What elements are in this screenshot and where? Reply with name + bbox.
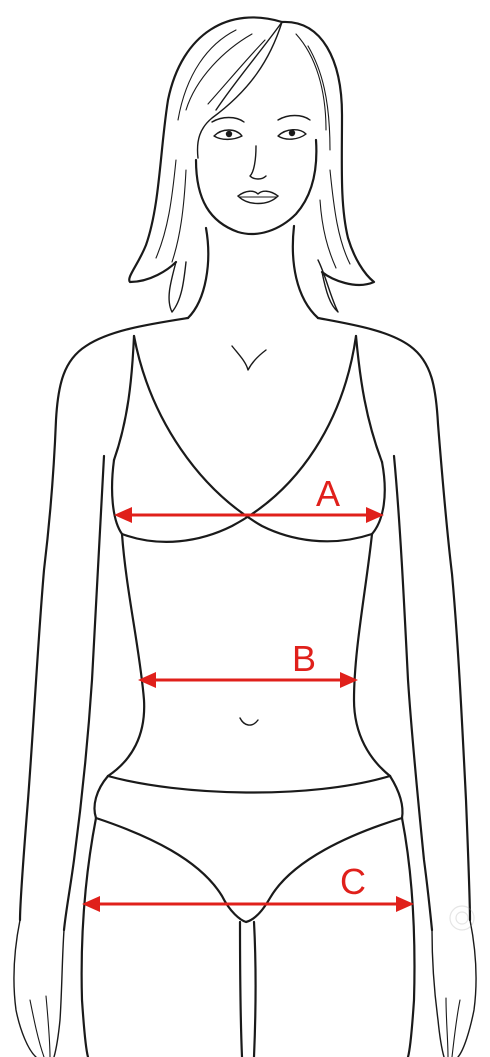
measurement-c: C [82, 861, 414, 912]
measurement-b-label: B [292, 638, 316, 679]
measurement-a: A [114, 473, 384, 523]
measurement-a-arrow-right [366, 507, 384, 523]
hair [129, 17, 374, 312]
arms [14, 456, 476, 1057]
torso [108, 534, 390, 776]
measurement-c-label: C [340, 861, 366, 902]
face [196, 116, 316, 234]
measurement-b: B [138, 638, 358, 688]
measurement-a-label: A [316, 473, 340, 514]
legs [82, 818, 415, 1057]
bra [112, 336, 385, 542]
